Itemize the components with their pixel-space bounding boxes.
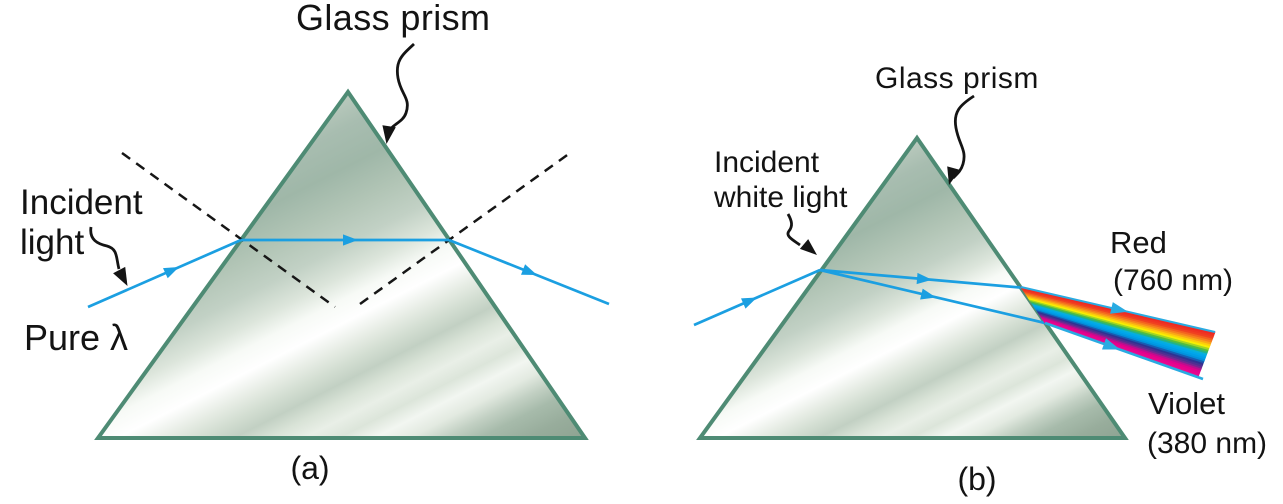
svg-text:(a): (a): [290, 450, 329, 486]
svg-text:Glass prism: Glass prism: [296, 0, 490, 38]
svg-text:Violet: Violet: [1148, 386, 1225, 421]
svg-text:light: light: [20, 223, 84, 262]
svg-text:Incident: Incident: [714, 146, 820, 179]
svg-text:Red: Red: [1110, 225, 1167, 260]
svg-text:(760 nm): (760 nm): [1113, 264, 1233, 297]
svg-text:(380 nm): (380 nm): [1147, 427, 1267, 460]
svg-text:Incident: Incident: [20, 183, 143, 222]
svg-text:Glass prism: Glass prism: [875, 62, 1039, 95]
svg-text:(b): (b): [957, 461, 996, 497]
svg-text:Pure λ: Pure λ: [24, 317, 128, 358]
svg-text:white light: white light: [713, 181, 848, 214]
